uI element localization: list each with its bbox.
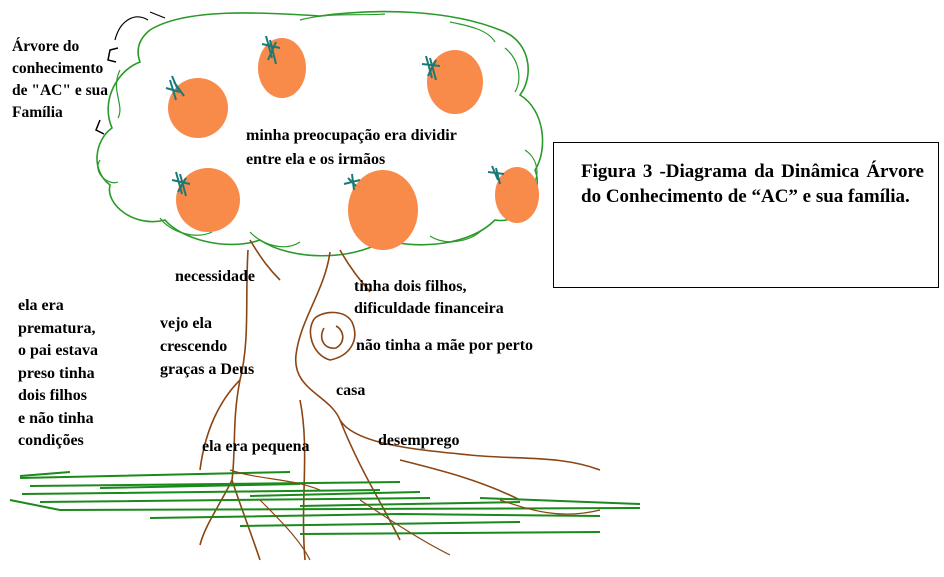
orange-fruit <box>258 38 306 98</box>
fruit-leaf <box>171 171 191 197</box>
fruit-leaf <box>165 75 185 101</box>
orange-fruit <box>348 170 418 250</box>
label-nao-tinha-mae: não tinha a mãe por perto <box>356 337 534 354</box>
grass-ground <box>9 471 641 535</box>
title-bracket <box>95 47 119 135</box>
fruit-leaf <box>261 35 281 65</box>
crown-note: minha preocupação era dividir entre ela … <box>246 127 457 168</box>
black-sketch-line <box>114 11 166 41</box>
label-ela-era-pequena: ela era pequena <box>202 438 310 455</box>
label-tinha-dois-filhos: tinha dois filhos, dificuldade financeir… <box>354 278 504 317</box>
tree-crown <box>96 10 544 257</box>
crown-scribble <box>97 13 538 248</box>
fruit-leaf <box>343 173 361 191</box>
label-casa: casa <box>336 382 366 399</box>
root-scribbles <box>229 469 601 561</box>
orange-fruit <box>495 167 539 223</box>
orange-fruit <box>427 50 483 114</box>
diagram-title: Árvore do conhecimento de "AC" e sua Fam… <box>12 38 109 121</box>
label-vejo-ela-crescendo: vejo ela crescendo graças a Deus <box>160 315 255 378</box>
orange-fruit <box>176 168 240 232</box>
label-necessidade: necessidade <box>175 268 255 285</box>
fruit-leaf <box>421 55 441 81</box>
figure-caption: Figura 3 -Diagrama da Dinâmica Árvore do… <box>553 142 939 288</box>
fruit-leaf <box>487 165 505 185</box>
label-ela-era-prematura: ela era prematura, o pai estava preso ti… <box>18 297 98 449</box>
tree-trunk <box>199 239 601 561</box>
label-desemprego: desemprego <box>378 432 460 449</box>
